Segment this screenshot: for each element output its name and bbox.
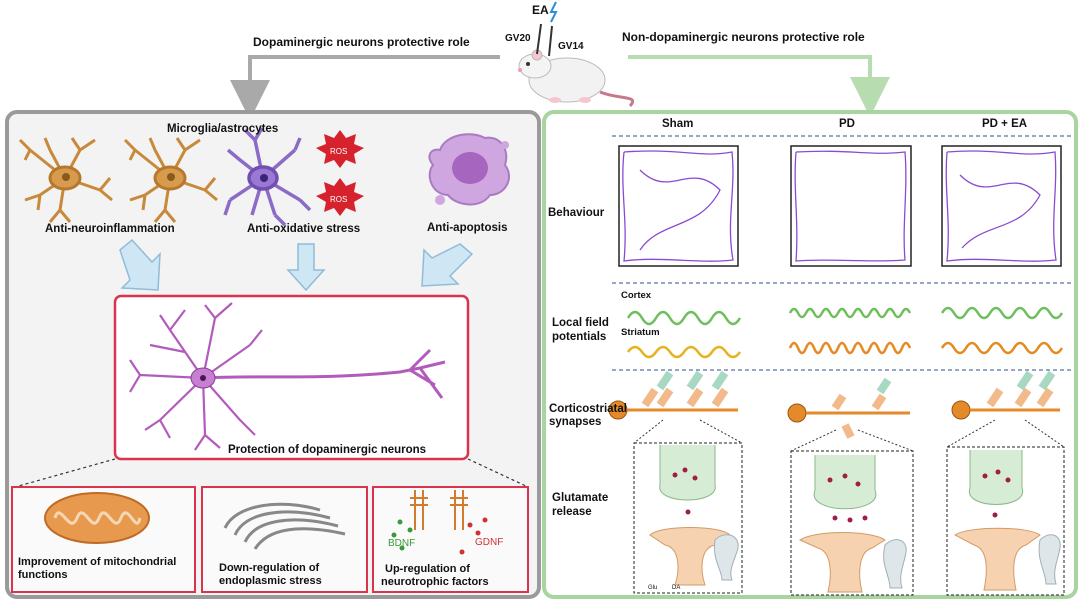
needle-gv20: [536, 23, 542, 55]
effect-1-line2: functions: [18, 569, 68, 581]
wave-pdea-striatum: [940, 341, 1064, 355]
neuron-caption: Protection of dopaminergic neurons: [228, 444, 427, 456]
synapse-sham: [608, 370, 738, 420]
cortex-label: Cortex: [621, 290, 652, 301]
lightning-icon: [549, 1, 558, 23]
right-title: Non-dopaminergic neurons protective role: [622, 30, 865, 44]
dopaminergic-neuron: [129, 302, 446, 451]
bdnf-label: BDNF: [388, 538, 416, 549]
row-synapse-line2: synapses: [549, 416, 602, 428]
wave-pd-cortex: [788, 307, 912, 319]
left-route-arrow: [230, 55, 500, 120]
gdnf-label: GDNF: [475, 537, 504, 548]
mechanism-label-2: Anti-oxidative stress: [247, 223, 361, 235]
ros-star-2: [316, 178, 364, 216]
zoom-lines: [633, 419, 1065, 452]
mechanism-label-3: Anti-apoptosis: [427, 222, 508, 234]
dotted-connector-left: [14, 458, 116, 488]
legend-da: DA: [672, 585, 681, 591]
row-glutamate-line1: Glutamate: [552, 492, 609, 504]
synapse-pd-ea: [951, 370, 1060, 420]
glia-icons: [713, 534, 1061, 589]
wave-pd-striatum: [788, 341, 912, 355]
column-pd: PD: [839, 118, 855, 130]
astrocyte-cell: [223, 127, 312, 227]
row-behaviour: Behaviour: [548, 207, 605, 219]
ea-label: EA: [532, 3, 549, 17]
wave-sham-cortex: [626, 310, 742, 326]
effect-2-line2: endoplasmic stress: [219, 575, 322, 587]
striatum-label: Striatum: [621, 327, 660, 338]
dotted-connector-right: [467, 458, 529, 488]
effect-3-line2: neurotrophic factors: [381, 576, 489, 588]
mechanism-label-1: Anti-neuroinflammation: [45, 223, 175, 235]
apoptotic-cell: [428, 133, 510, 206]
wave-pdea-cortex: [940, 306, 1064, 320]
behaviour-box-sham: [618, 145, 739, 267]
row-lfp-line2: potentials: [552, 331, 607, 343]
gv14-label: GV14: [558, 41, 584, 52]
behaviour-box-pd: [790, 145, 912, 267]
endoplasmic-reticulum-icon: [223, 502, 346, 550]
receptor-icons: [410, 490, 468, 530]
row-synapse-line1: Corticostriatal: [549, 403, 627, 415]
ros-label-1: ROS: [330, 147, 348, 156]
left-title: Dopaminergic neurons protective role: [253, 35, 470, 49]
needle-gv14: [548, 25, 553, 57]
synapse-pd: [787, 377, 910, 439]
column-sham: Sham: [662, 118, 694, 130]
column-pd-ea: PD + EA: [982, 118, 1028, 130]
legend-glu: Glu: [648, 585, 658, 591]
ros-star-1: [316, 130, 364, 168]
microglia-label: Microglia/astrocytes: [167, 123, 279, 135]
microglia-cell-2: [123, 137, 218, 223]
effect-3-line1: Up-regulation of: [385, 563, 470, 575]
row-glutamate-line2: release: [552, 506, 592, 518]
microglia-cell-1: [18, 137, 113, 223]
rat-icon: [518, 49, 634, 108]
mitochondrion-icon: [44, 492, 150, 544]
ros-label-2: ROS: [330, 195, 348, 204]
blue-arrows: [119, 238, 474, 292]
lfp-waves: [626, 306, 1064, 359]
factor-dots: [391, 517, 488, 555]
wave-sham-striatum: [626, 345, 742, 359]
row-lfp-line1: Local field: [552, 317, 609, 329]
gv20-label: GV20: [505, 33, 531, 44]
effect-1-line1: Improvement of mitochondrial: [18, 556, 177, 568]
right-route-arrow: [628, 55, 890, 117]
behaviour-box-pd-ea: [941, 145, 1062, 267]
effect-2-line1: Down-regulation of: [219, 562, 320, 574]
